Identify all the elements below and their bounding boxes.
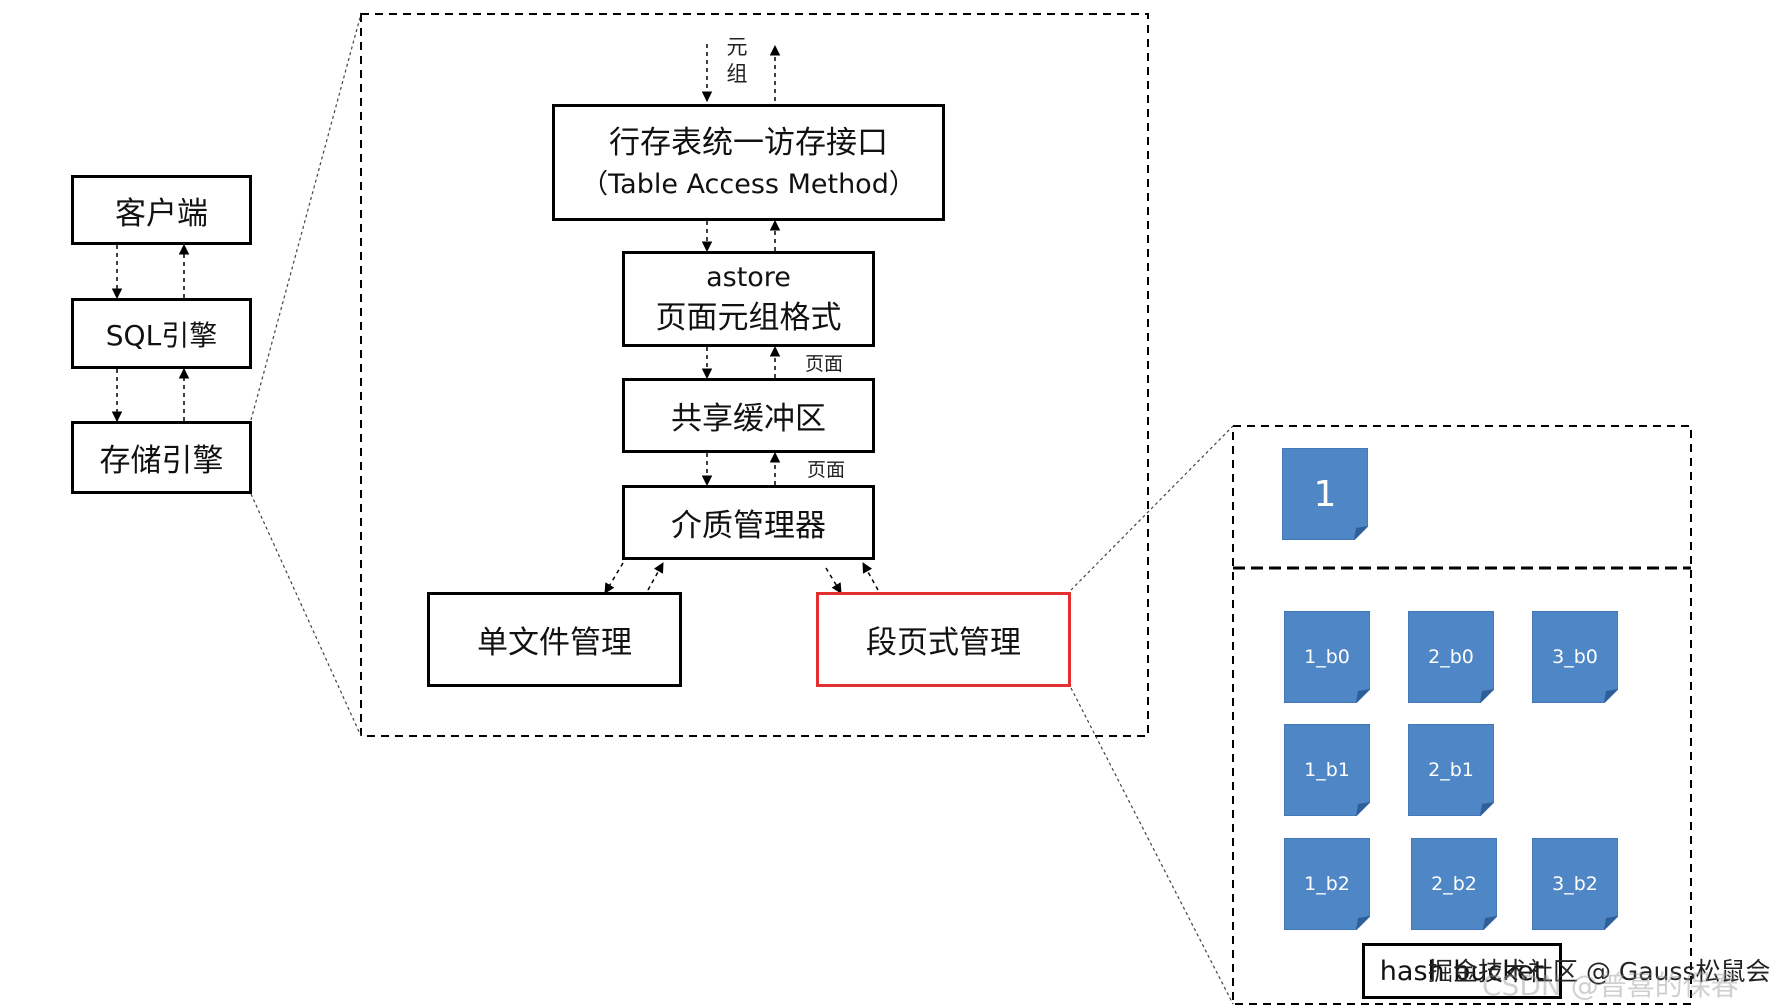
page-icon <box>1408 611 1494 703</box>
zoom-guide-line <box>250 493 362 737</box>
tuple-label: 元 组 <box>726 35 748 86</box>
page-block: 3_b0 <box>1532 611 1618 703</box>
page-block: 2_b1 <box>1408 724 1494 816</box>
page-block: 1_b0 <box>1284 611 1370 703</box>
page-label: 1_b2 <box>1304 873 1350 895</box>
page-block: 1_b1 <box>1284 724 1370 816</box>
page-icon <box>1411 838 1497 930</box>
tam-line1: 行存表统一访存接口 <box>609 124 888 161</box>
hash-bucket-box: hash bucket <box>1362 943 1562 999</box>
page-label: 3_b2 <box>1552 873 1598 895</box>
astore-box: astore 页面元组格式 <box>622 251 875 347</box>
sql-engine-label: SQL引擎 <box>105 318 218 352</box>
page-icon <box>1408 724 1494 816</box>
client-box: 客户端 <box>71 175 252 245</box>
page-icon <box>1532 838 1618 930</box>
page-label: 1_b0 <box>1304 646 1350 668</box>
page-block: 3_b2 <box>1532 838 1618 930</box>
arrow-segment-to-media <box>862 562 879 591</box>
astore-line1: astore <box>706 262 791 293</box>
zoom-guide-line <box>1070 425 1234 591</box>
page-block: 1_b2 <box>1284 838 1370 930</box>
watermark-juejin: 掘金技术社区 @ Gauss松鼠会 <box>1428 957 1771 986</box>
sql-engine-box: SQL引擎 <box>71 298 252 369</box>
hash-bucket-label: hash bucket <box>1379 955 1545 987</box>
segment-page-zoom-frame <box>1232 425 1692 1005</box>
page-icon <box>1282 448 1368 540</box>
astore-line2: 页面元组格式 <box>655 300 842 336</box>
page-label: 2_b0 <box>1428 646 1474 668</box>
single-file-box: 单文件管理 <box>427 592 682 687</box>
page-label-2: 页面 <box>807 459 846 481</box>
page-icon <box>1284 611 1370 703</box>
page-label-1: 页面 <box>805 353 844 375</box>
page-label: 2_b2 <box>1431 873 1477 895</box>
storage-engine-label: 存储引擎 <box>99 443 224 479</box>
segment-page-label: 段页式管理 <box>866 625 1021 661</box>
page-label: 1_b1 <box>1304 759 1350 781</box>
page-icon <box>1284 838 1370 930</box>
page-block: 2_b2 <box>1411 838 1497 930</box>
arrow-media-to-single-file <box>604 562 624 594</box>
shared-buffer-label: 共享缓冲区 <box>671 401 826 437</box>
single-file-label: 单文件管理 <box>477 625 632 661</box>
storage-engine-box: 存储引擎 <box>71 421 252 494</box>
media-manager-box: 介质管理器 <box>622 485 875 560</box>
page-block: 2_b0 <box>1408 611 1494 703</box>
page-label: 2_b1 <box>1428 759 1474 781</box>
page-label: 1 <box>1313 473 1337 515</box>
page-icon <box>1532 611 1618 703</box>
zoom-guide-line <box>250 13 362 421</box>
segment-page-box: 段页式管理 <box>816 592 1071 687</box>
zoom-guide-line <box>1070 687 1234 1005</box>
arrow-single-file-to-media <box>647 562 664 591</box>
media-manager-label: 介质管理器 <box>671 508 826 544</box>
storage-engine-zoom-frame <box>360 13 1149 737</box>
page-icon <box>1284 724 1370 816</box>
page-label: 3_b0 <box>1552 646 1598 668</box>
client-label: 客户端 <box>115 195 208 232</box>
page-block-top: 1 <box>1282 448 1368 540</box>
tam-line2: （Table Access Method） <box>581 168 916 200</box>
watermark-csdn: CSDN @普喜的保春 <box>1482 969 1739 1002</box>
arrow-media-to-segment <box>825 567 842 594</box>
shared-buffer-box: 共享缓冲区 <box>622 378 875 453</box>
table-access-method-box: 行存表统一访存接口 （Table Access Method） <box>552 104 945 221</box>
